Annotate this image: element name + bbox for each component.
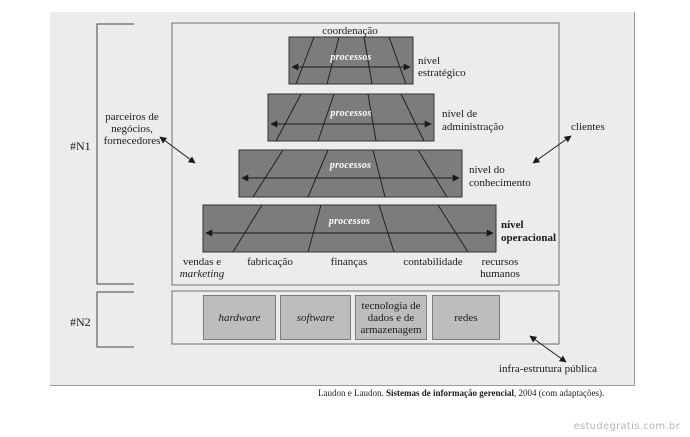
n1-bracket	[96, 23, 134, 285]
source-caption: Laudon e Laudon. Sistemas de informação …	[318, 388, 604, 398]
function-hr-line2: humanos	[480, 268, 520, 280]
processes-label-knowledge: processos	[329, 160, 372, 171]
n2-label: #N2	[70, 315, 91, 329]
hardware-box: hardware	[203, 295, 276, 340]
data-storage-line1: tecnologia de	[361, 299, 421, 312]
function-sales-line2: marketing	[179, 268, 225, 280]
clients-arrow	[532, 135, 572, 164]
tier-management	[267, 93, 435, 142]
level-management-line1: nível de	[442, 108, 478, 120]
infrastructure-frame	[171, 290, 560, 345]
coordination-label: coordenação	[322, 25, 378, 37]
processes-label-strategic: processos	[330, 52, 372, 63]
level-knowledge-line1: nível do	[469, 164, 505, 176]
function-hr-line1: recursos	[481, 256, 519, 268]
partners-line3: fornecedores	[103, 135, 161, 147]
function-finance: finanças	[330, 256, 368, 268]
watermark: estudegratis.com.br	[573, 421, 680, 432]
level-operational-line2: operacional	[501, 232, 556, 244]
clients-label: clientes	[571, 121, 605, 133]
software-box: software	[280, 295, 351, 340]
level-strategic-line1: nível	[418, 55, 440, 67]
networks-box: redes	[432, 295, 500, 340]
n2-bracket	[96, 291, 134, 348]
data-storage-line2: dados e de	[367, 311, 415, 324]
level-operational-line1: nível	[501, 219, 524, 231]
public-infrastructure-label: infra-estrutura pública	[499, 363, 598, 375]
caption-rest: , 2004 (com adaptações).	[514, 388, 605, 398]
function-accounting: contabilidade	[403, 256, 463, 268]
tier-strategic	[288, 36, 414, 85]
level-knowledge-line2: conhecimento	[469, 177, 531, 189]
function-manufacturing: fabricação	[247, 256, 293, 268]
data-storage-technology-box: tecnologia de dados e de armazenagem	[355, 295, 427, 340]
public-infra-arrow	[529, 335, 567, 363]
partners-arrow	[159, 136, 196, 164]
level-management-line2: administração	[442, 121, 504, 133]
partners-line2: negócios,	[111, 123, 153, 135]
data-storage-line3: armazenagem	[360, 323, 422, 336]
n1-label: #N1	[70, 139, 91, 153]
function-sales-line1: vendas e	[182, 256, 222, 268]
tier-knowledge	[238, 149, 463, 198]
partners-line1: parceiros de	[105, 111, 159, 123]
caption-title: Sistemas de informação gerencial	[385, 388, 515, 398]
level-strategic-line2: estratégico	[418, 67, 466, 79]
processes-label-operational: processos	[328, 216, 371, 227]
processes-label-management: processos	[330, 108, 372, 119]
caption-authors: Laudon e Laudon.	[318, 388, 386, 398]
tier-operational	[202, 204, 497, 253]
